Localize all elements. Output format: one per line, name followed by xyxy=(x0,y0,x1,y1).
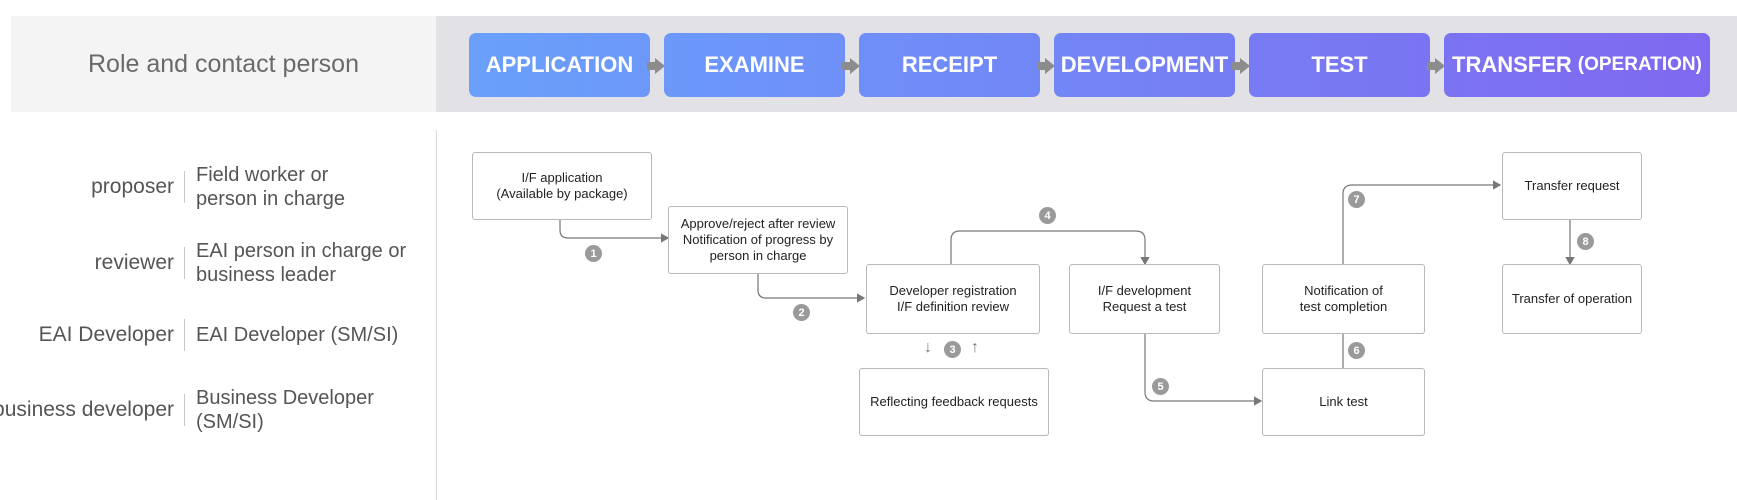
stage-receipt: RECEIPT xyxy=(859,33,1040,97)
step-badge-5: 5 xyxy=(1152,378,1169,395)
role-row-eai-developer: EAI Developer EAI Developer (SM/SI) xyxy=(0,305,436,365)
role-separator xyxy=(184,247,185,279)
box-developer-registration: Developer registration I/F definition re… xyxy=(866,264,1040,334)
step-badge-4: 4 xyxy=(1039,207,1056,224)
stage-arrow xyxy=(647,58,665,74)
box-if-development: I/F development Request a test xyxy=(1069,264,1220,334)
box-reflecting-feedback: Reflecting feedback requests xyxy=(859,368,1049,436)
column-divider xyxy=(436,130,437,500)
role-separator xyxy=(184,319,185,351)
box-transfer-request: Transfer request xyxy=(1502,152,1642,220)
role-name: EAI Developer xyxy=(38,323,174,346)
feedback-up-arrow: ↑ xyxy=(971,339,979,356)
connector-4 xyxy=(950,230,1150,266)
stage-application: APPLICATION xyxy=(469,33,650,97)
role-name: proposer xyxy=(91,175,174,198)
connector-5 xyxy=(1144,332,1263,406)
role-description: Business Developer (SM/SI) xyxy=(196,387,374,433)
step-badge-1: 1 xyxy=(585,245,602,262)
role-header-title: Role and contact person xyxy=(87,49,359,78)
connector-1 xyxy=(559,218,670,243)
role-row-proposer: proposer Field worker or person in charg… xyxy=(0,157,436,217)
step-badge-3: 3 xyxy=(944,341,961,358)
feedback-down-arrow: ↓ xyxy=(924,339,932,356)
stage-development: DEVELOPMENT xyxy=(1054,33,1235,97)
connector-7 xyxy=(1342,180,1502,264)
role-description: Field worker or person in charge xyxy=(196,164,345,210)
step-badge-7: 7 xyxy=(1348,191,1365,208)
box-if-application: I/F application (Available by package) xyxy=(472,152,652,220)
step-badge-2: 2 xyxy=(793,304,810,321)
stage-arrow xyxy=(1427,58,1445,74)
step-badge-6: 6 xyxy=(1348,342,1365,359)
box-link-test: Link test xyxy=(1262,368,1425,436)
stage-bar: APPLICATION EXAMINE RECEIPT DEVELOPMENT … xyxy=(436,16,1737,112)
stage-test: TEST xyxy=(1249,33,1430,97)
connector-2 xyxy=(757,272,866,303)
step-badge-8: 8 xyxy=(1577,233,1594,250)
role-row-business-developer: business developer Business Developer (S… xyxy=(0,380,436,440)
role-description: EAI person in charge or business leader xyxy=(196,240,407,286)
stage-transfer: TRANSFER (OPERATION) xyxy=(1444,33,1710,97)
role-description: EAI Developer (SM/SI) xyxy=(196,324,399,346)
role-name: reviewer xyxy=(94,251,174,274)
box-transfer-operation: Transfer of operation xyxy=(1502,264,1642,334)
stage-arrow xyxy=(1232,58,1250,74)
box-approve-reject: Approve/reject after review Notification… xyxy=(668,206,848,274)
stage-arrow xyxy=(842,58,860,74)
role-separator xyxy=(184,171,185,203)
stage-examine: EXAMINE xyxy=(664,33,845,97)
role-name: business developer xyxy=(0,398,174,421)
stage-arrow xyxy=(1037,58,1055,74)
role-row-reviewer: reviewer EAI person in charge or busines… xyxy=(0,233,436,293)
box-test-completion: Notification of test completion xyxy=(1262,264,1425,334)
role-header: Role and contact person xyxy=(11,16,436,112)
role-separator xyxy=(184,394,185,426)
